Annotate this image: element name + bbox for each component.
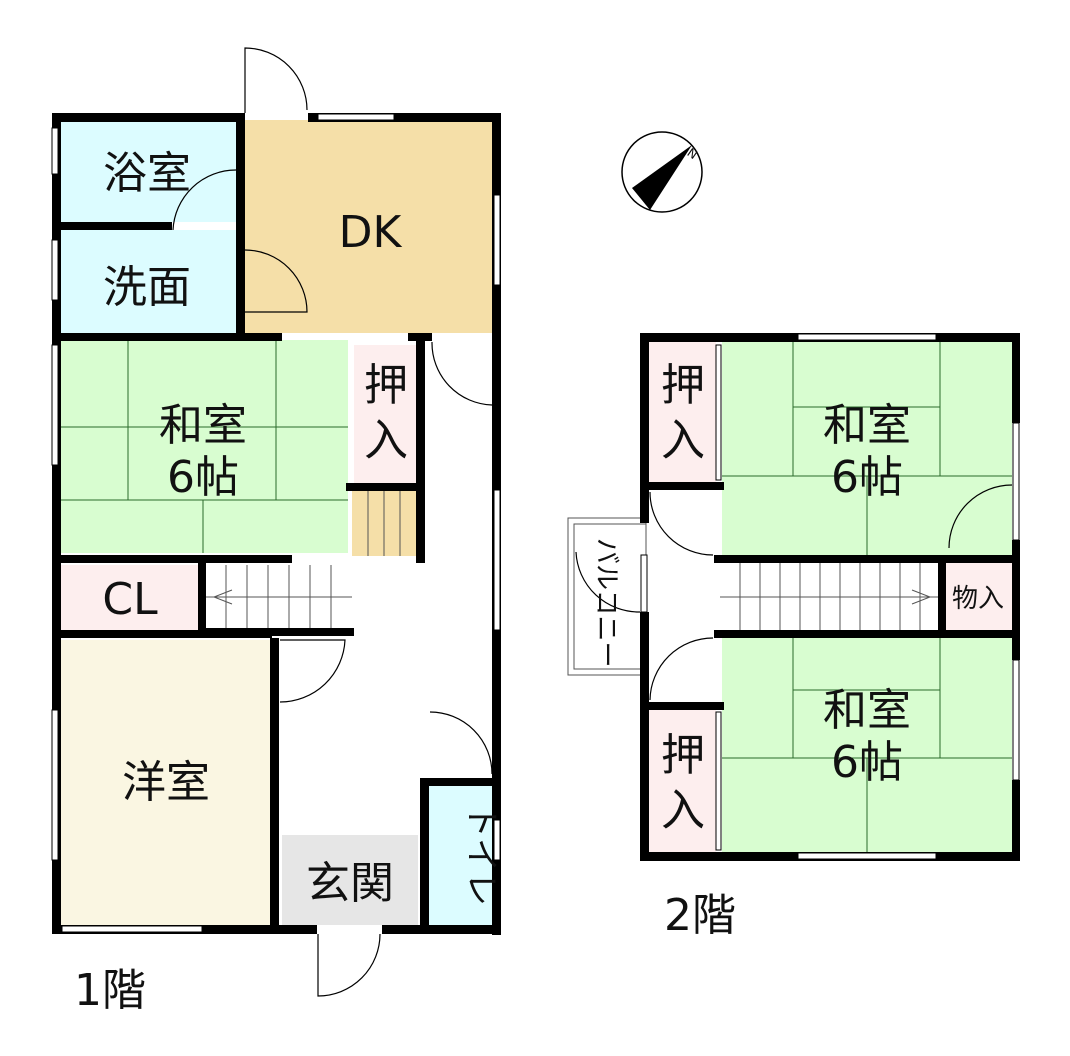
label-2f-room-b: 和室: [823, 685, 911, 736]
label-cl: CL: [102, 574, 158, 625]
floor2: 押 入 和室 6帖 物入 和室 6帖 押 入 バルコニー 2階: [567, 333, 1020, 941]
label-2f-closet-top-2: 入: [661, 415, 705, 466]
windows-1f: [51, 113, 501, 933]
label-washroom: 洗面: [103, 262, 191, 313]
label-2f-room-b-size: 6帖: [831, 737, 903, 788]
label-balcony: バルコニー: [591, 538, 621, 667]
compass-icon: N: [621, 131, 703, 213]
label-storage: 物入: [952, 584, 1004, 614]
label-2f-closet-top-1: 押: [661, 360, 705, 411]
stairs-1f: [205, 565, 352, 630]
doors-2f: [575, 484, 1013, 701]
closet-2f-top: [648, 342, 716, 482]
label-2f-closet-bottom-2: 入: [661, 785, 705, 836]
toilet-room: [428, 785, 492, 925]
label-washitsu: 和室: [159, 400, 247, 451]
floor2-label: 2階: [664, 890, 736, 941]
floor1-label: 1階: [74, 965, 146, 1016]
label-youshitsu: 洋室: [122, 757, 210, 808]
windows-2f: [640, 333, 1020, 860]
genkan: [282, 835, 418, 925]
floor1: 浴室 洗面 DK 和室 6帖 押 入 CL 洋室 玄関 トイレ 1階: [51, 47, 501, 1016]
balcony: [567, 517, 647, 676]
label-bath: 浴室: [103, 148, 191, 199]
label-2f-room-a-size: 6帖: [831, 452, 903, 503]
closet-1f: [354, 345, 416, 483]
label-genkan: 玄関: [306, 858, 394, 909]
doors-1f: [172, 47, 493, 997]
label-toilet: トイレ: [461, 804, 501, 906]
storage-2f: [946, 563, 1012, 630]
washroom: [58, 230, 236, 333]
dk-room: [244, 120, 494, 333]
label-2f-room-a: 和室: [823, 400, 911, 451]
label-washitsu-size: 6帖: [167, 452, 239, 503]
bath-room: [58, 120, 236, 222]
tatami-lines: [58, 340, 348, 553]
label-closet-top: 押: [364, 360, 408, 411]
youshitsu-room: [58, 640, 270, 925]
label-2f-closet-bottom-1: 押: [661, 730, 705, 781]
closet-2f-bottom: [648, 710, 716, 852]
label-dk: DK: [339, 207, 403, 258]
label-closet-bottom: 入: [364, 415, 408, 466]
cl-room: [58, 565, 198, 630]
stairs-2f: [720, 563, 938, 630]
